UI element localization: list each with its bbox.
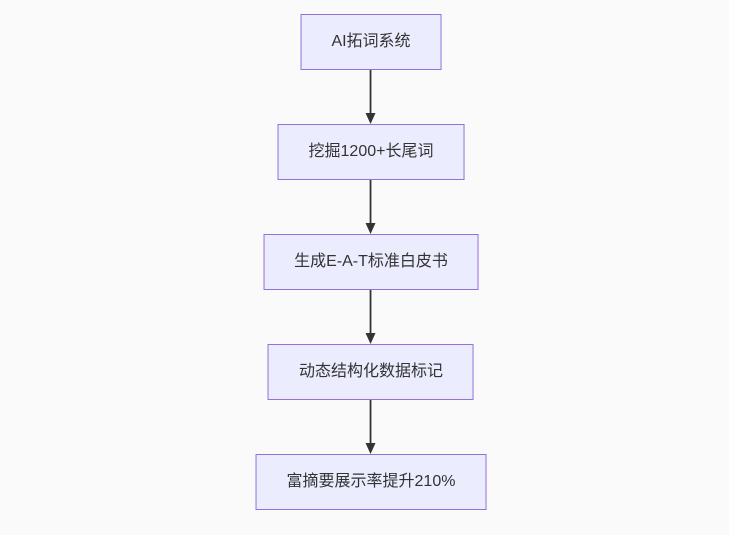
flow-node-step-3: 生成E-A-T标准白皮书	[263, 234, 479, 290]
flow-node-step-2: 挖掘1200+长尾词	[277, 124, 465, 180]
flow-node-label: 动态结构化数据标记	[298, 363, 443, 380]
flow-node-label: 挖掘1200+长尾词	[308, 143, 434, 160]
arrow-down-icon	[366, 290, 376, 344]
flow-node-step-1: AI拓词系统	[300, 14, 442, 70]
flow-node-step-4: 动态结构化数据标记	[267, 344, 474, 400]
flow-node-label: 生成E-A-T标准白皮书	[294, 253, 448, 270]
arrow-down-icon	[366, 70, 376, 124]
flow-node-label: AI拓词系统	[331, 33, 411, 50]
flow-node-label: 富摘要展示率提升210%	[286, 473, 456, 490]
flow-edge-3	[364, 290, 378, 344]
flow-edge-4	[364, 400, 378, 454]
flow-node-step-5: 富摘要展示率提升210%	[255, 454, 487, 510]
flow-edge-1	[364, 70, 378, 124]
flow-edge-2	[364, 180, 378, 234]
arrow-down-icon	[366, 400, 376, 454]
flowchart: AI拓词系统 挖掘1200+长尾词 生成E-A-T标准白皮书	[255, 14, 487, 510]
arrow-down-icon	[366, 180, 376, 234]
